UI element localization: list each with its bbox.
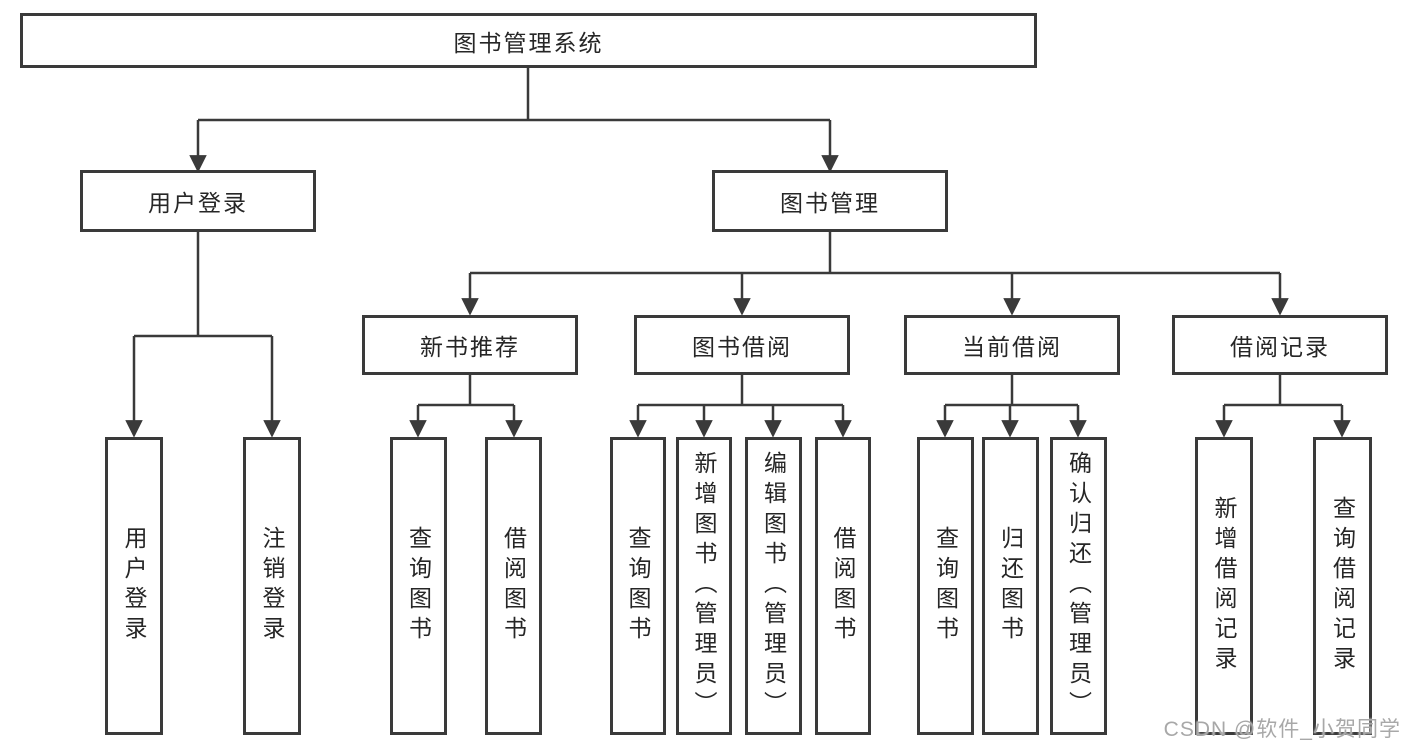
book-management-node: 图书管理 [712,170,948,232]
root-node: 图书管理系统 [20,13,1037,68]
leaf-add-books-admin-node: 新增图书（管理员） [676,437,732,735]
leaf-borrow-books-bb-label: 借阅图书 [830,526,856,646]
leaf-add-books-admin-label: 新增图书（管理员） [691,451,717,721]
leaf-query-borrow-record-label: 查询借阅记录 [1329,496,1356,676]
leaf-user-login-node: 用户登录 [105,437,163,735]
leaf-query-books-bb-node: 查询图书 [610,437,666,735]
leaf-query-books-cb-node: 查询图书 [917,437,974,735]
leaf-query-books-bb-label: 查询图书 [625,526,651,646]
leaf-query-books-nb-node: 查询图书 [390,437,447,735]
current-borrow-node-label: 当前借阅 [962,334,1062,360]
current-borrow-node: 当前借阅 [904,315,1120,375]
leaf-logout-node: 注销登录 [243,437,301,735]
leaf-logout-label: 注销登录 [259,526,285,646]
leaf-user-login-label: 用户登录 [121,526,147,646]
leaf-query-books-nb-label: 查询图书 [405,526,432,646]
leaf-edit-books-admin-label: 编辑图书（管理员） [760,451,787,721]
leaf-return-books-label: 归还图书 [997,526,1024,646]
leaf-query-books-cb-label: 查询图书 [932,526,959,646]
leaf-borrow-books-bb-node: 借阅图书 [815,437,871,735]
book-management-node-label: 图书管理 [780,190,880,216]
borrow-record-node-label: 借阅记录 [1230,334,1330,360]
leaf-add-borrow-record-node: 新增借阅记录 [1195,437,1253,735]
book-borrow-node: 图书借阅 [634,315,850,375]
new-book-recommend-node: 新书推荐 [362,315,578,375]
leaf-return-books-node: 归还图书 [982,437,1039,735]
leaf-confirm-return-admin-label: 确认归还（管理员） [1065,451,1092,721]
borrow-record-node: 借阅记录 [1172,315,1388,375]
leaf-borrow-books-nb-node: 借阅图书 [485,437,542,735]
new-book-recommend-node-label: 新书推荐 [420,334,520,360]
leaf-add-borrow-record-label: 新增借阅记录 [1211,496,1237,676]
root-node-label: 图书管理系统 [453,29,604,56]
user-login-node: 用户登录 [80,170,316,232]
leaf-borrow-books-nb-label: 借阅图书 [500,526,527,646]
leaf-confirm-return-admin-node: 确认归还（管理员） [1050,437,1107,735]
watermark-text: CSDN @软件_小贺同学 [1163,718,1401,741]
leaf-query-borrow-record-node: 查询借阅记录 [1313,437,1372,735]
user-login-node-label: 用户登录 [148,190,248,216]
leaf-edit-books-admin-node: 编辑图书（管理员） [745,437,802,735]
book-borrow-node-label: 图书借阅 [692,334,792,360]
